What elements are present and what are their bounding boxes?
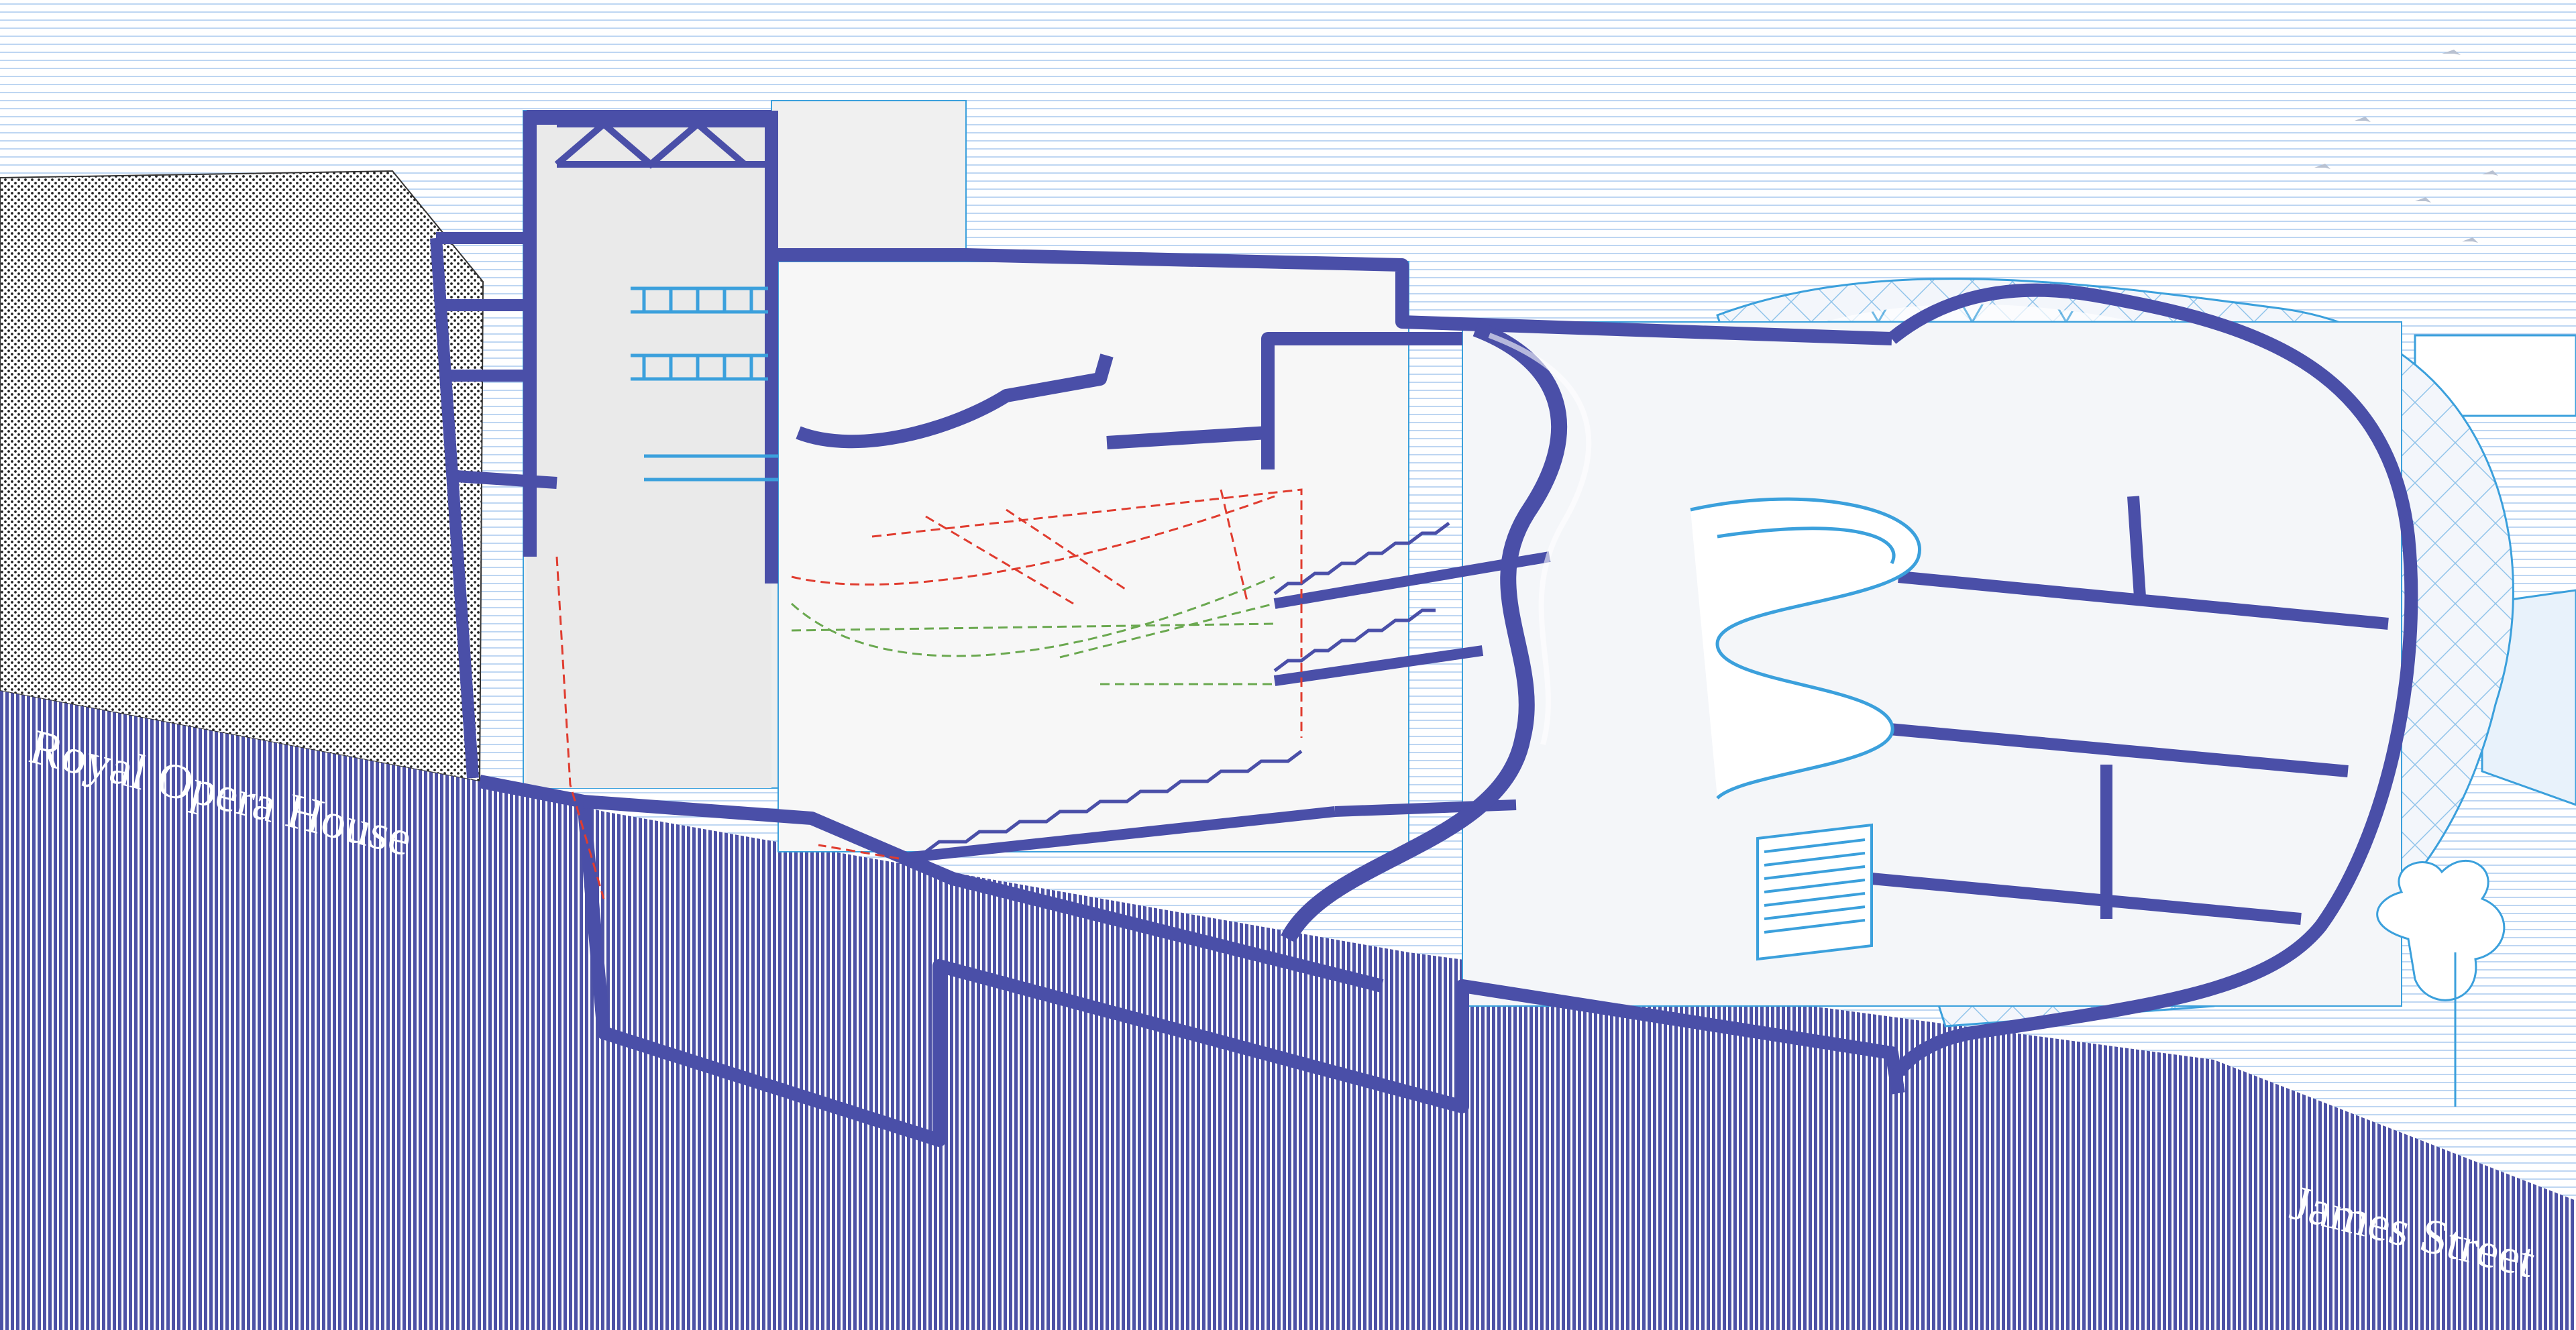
auditorium-curved-wall-outer [1488, 333, 1592, 746]
auditorium-curved-wall [1281, 321, 1568, 943]
entrance-stair [1756, 823, 1873, 961]
ground-section [0, 691, 2576, 1330]
background-buildings [2414, 334, 2576, 806]
foyer-shell-outline [1887, 283, 2418, 1077]
seating-rakes [924, 522, 1450, 853]
fly-tower [523, 100, 967, 788]
section-cut-outline [478, 248, 1905, 1147]
left-service-bays [430, 232, 557, 779]
royal-opera-house-block [0, 170, 484, 783]
fly-galleries [631, 286, 778, 482]
sightline-red [555, 488, 1303, 899]
sightline-green [790, 575, 1275, 685]
spiral-stair [1690, 497, 1921, 799]
tree [2376, 859, 2506, 1107]
foyer-floors [1837, 496, 2389, 925]
birds [2314, 50, 2498, 243]
